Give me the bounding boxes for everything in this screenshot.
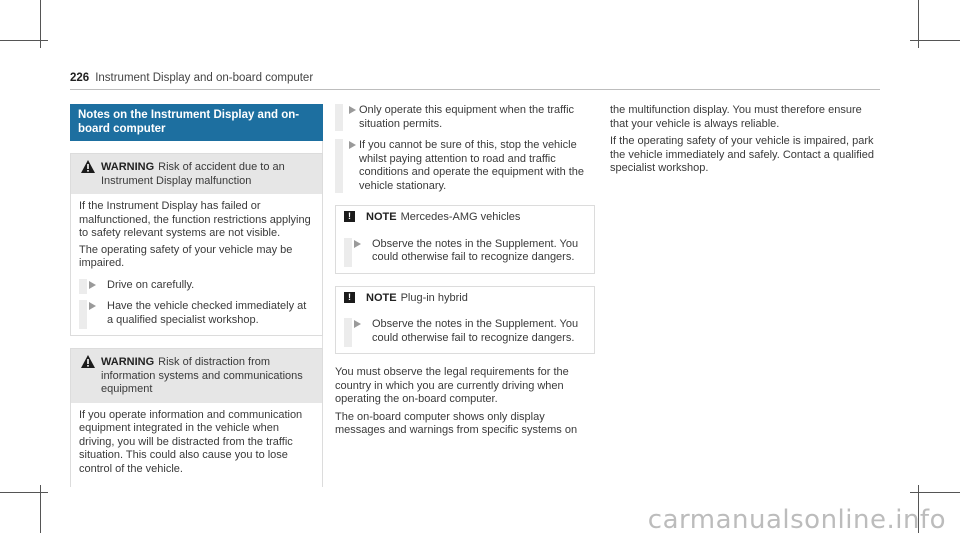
column-3: the multifunction display. You must ther… [610,104,880,176]
header-rule [70,89,880,90]
page-header-title: Instrument Display and on-board computer [95,72,314,84]
crop-mark [40,0,41,48]
note-title: Plug-in hybrid [400,291,468,304]
instruction-step: Have the vehicle checked immediately at … [79,300,314,329]
warning-icon [81,355,95,368]
page-header: 226 Instrument Display and on-board compu… [70,72,313,86]
body-paragraph: You must observe the legal requirements … [335,366,569,405]
arrow-icon [349,141,356,149]
page-number: 226 [70,72,90,84]
section-title: Notes on the Instrument Display and on-b… [70,104,323,141]
warning-title: Risk of accident due to an Instrument Di… [101,161,285,187]
warning-title: Risk of distraction from information sys… [101,356,303,395]
instruction-step: Observe the notes in the Supplement. You… [344,237,586,267]
note-icon: ! [344,211,355,222]
instruction-step: If you cannot be sure of this, stop the … [335,139,595,193]
crop-mark [918,485,919,533]
body-paragraph: If the operating safety of your vehicle … [610,135,874,174]
warning-text: If you operate information and communica… [79,408,303,475]
watermark: carmanualsonline.info [647,504,946,533]
arrow-icon [349,106,356,114]
warning-text: The operating safety of your vehicle may… [79,243,293,270]
warning-label: WARNING [101,356,155,368]
crop-mark [40,485,41,533]
warning-body: If the Instrument Display has failed or … [71,194,322,335]
body-paragraph: the multifunction display. You must ther… [610,104,862,130]
crop-mark [918,0,919,48]
arrow-icon [89,302,96,310]
instruction-step: Drive on carefully. [79,278,314,294]
note-title: Mercedes-AMG vehicles [400,211,521,223]
arrow-icon [354,239,361,248]
crop-mark [0,492,48,493]
note-label: NOTE [366,211,397,223]
arrow-icon [89,280,96,289]
instruction-step: Only operate this equipment when the tra… [335,104,595,131]
body-paragraph: The on-board computer shows only display… [335,410,578,437]
instruction-step: Observe the notes in the Supplement. You… [344,318,586,347]
column-2: Only operate this equipment when the tra… [335,104,595,438]
note-label: NOTE [366,291,397,304]
warning-body: If you operate information and communica… [71,403,322,488]
crop-mark [910,40,960,41]
note-icon: ! [344,291,355,303]
column-1: Notes on the Instrument Display and on-b… [70,104,323,487]
note-body: Observe the notes in the Supplement. You… [336,318,594,353]
crop-mark [0,40,48,41]
warning-icon [81,160,95,173]
arrow-icon [354,320,361,328]
crop-mark [910,492,960,493]
warning-text: If the Instrument Display has failed or … [79,200,311,239]
warning-label: WARNING [101,161,155,173]
note-body: Observe the notes in the Supplement. You… [336,237,594,273]
